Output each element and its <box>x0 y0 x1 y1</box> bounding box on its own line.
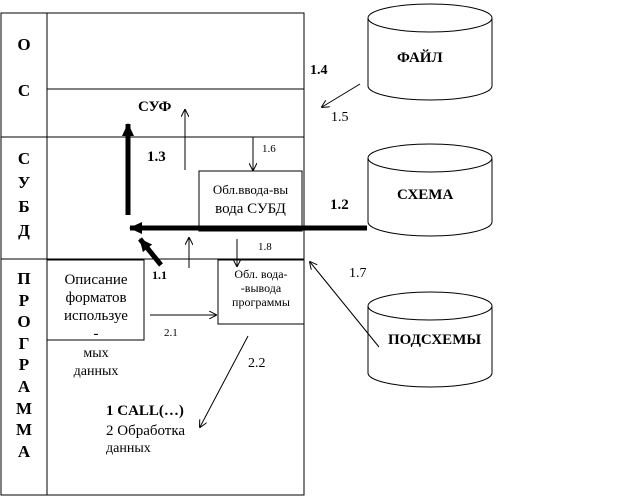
dbms-buffer-box <box>198 170 303 232</box>
program-letter-9: А <box>17 441 31 461</box>
program-buffer-line-1: Обл. вода- <box>234 267 288 281</box>
step-1-4: 1.4 <box>310 63 328 78</box>
subschemas-database <box>367 291 493 388</box>
program-letter-8: М <box>15 420 33 440</box>
subd-section-label: С У Б Д <box>2 147 46 243</box>
data-desc-line-4: - <box>93 326 99 342</box>
data-desc-line-1: Описание <box>64 272 128 288</box>
program-letter-4: Г <box>18 333 30 353</box>
subd-letter-4: Д <box>18 221 30 240</box>
os-section-label: О С <box>2 22 46 114</box>
arrow-1-7 <box>310 262 380 348</box>
step-1-5: 1.5 <box>331 110 349 125</box>
step-2-2: 2.2 <box>248 356 266 371</box>
data-description-box <box>46 259 145 341</box>
data-description-continued: мых данных <box>50 345 142 381</box>
step-1-8: 1.8 <box>258 241 272 253</box>
program-buffer-box <box>217 259 305 325</box>
program-letter-1: П <box>17 269 31 288</box>
processing-line-2: данных <box>106 441 151 456</box>
program-letter-3: О <box>17 312 31 332</box>
program-buffer-line-3: программы <box>232 295 290 309</box>
program-buffer-line-2: -вывода <box>240 281 282 295</box>
arrow-2-2 <box>200 335 249 427</box>
data-desc-line-5: мых <box>83 346 109 361</box>
dbms-buffer-text: Обл.ввода-вы вода СУБД <box>199 181 302 218</box>
subd-letter-3: Б <box>18 197 30 216</box>
step-1-7: 1.7 <box>349 266 367 281</box>
arrow-1-4-1-5 <box>322 83 361 107</box>
data-desc-line-6: данных <box>73 364 119 379</box>
program-letter-7: М <box>15 398 33 418</box>
data-desc-line-2: форматов <box>65 290 127 306</box>
processing-line-1: 2 Обработка <box>106 423 186 439</box>
program-letter-6: А <box>17 376 31 396</box>
suf-label: СУФ <box>138 99 172 115</box>
program-section-label: П Р О Г Р А М М А <box>2 268 46 462</box>
os-letter-2: С <box>17 81 31 100</box>
file-database <box>367 3 493 101</box>
step-2-1: 2.1 <box>164 327 178 339</box>
subschemas-database-label: ПОДСХЕМЫ <box>388 332 482 348</box>
file-database-label: ФАЙЛ <box>397 50 443 66</box>
step-1-6: 1.6 <box>262 143 276 155</box>
step-1-1: 1.1 <box>152 268 167 282</box>
schema-database <box>367 143 493 237</box>
program-letter-5: Р <box>18 355 30 375</box>
call-label: 1 CALL(…) <box>106 403 184 419</box>
outer-frame <box>0 12 305 496</box>
dbms-buffer-line-2: вода СУБД <box>215 201 286 217</box>
os-letter-1: О <box>17 35 31 54</box>
data-description-text: Описание форматов используе - <box>50 271 142 343</box>
program-letter-2: Р <box>18 290 30 310</box>
arrow-1-1 <box>138 237 163 267</box>
program-buffer-text: Обл. вода- -вывода программы <box>218 267 304 309</box>
subd-letter-1: С <box>17 149 31 168</box>
step-1-2: 1.2 <box>330 197 349 213</box>
data-desc-line-3: используе <box>64 308 128 324</box>
step-1-3: 1.3 <box>147 149 166 165</box>
subd-letter-2: У <box>17 173 31 192</box>
dbms-buffer-line-1: Обл.ввода-вы <box>212 182 289 197</box>
schema-database-label: СХЕМА <box>397 187 454 203</box>
